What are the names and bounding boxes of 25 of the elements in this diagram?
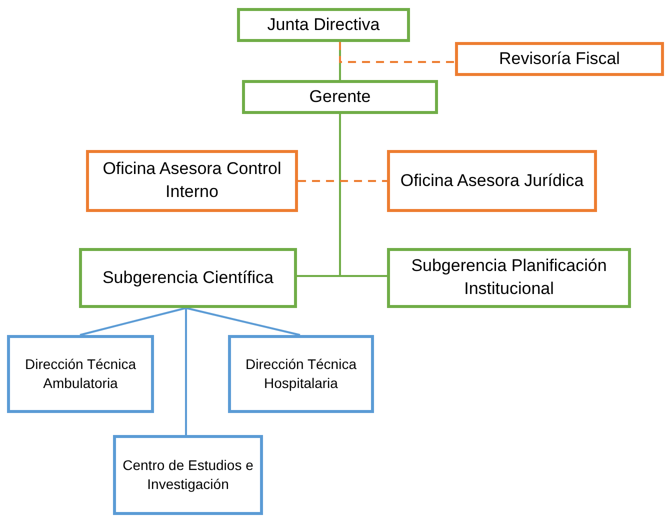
connector-line [185,308,187,435]
box-label: Dirección Técnica Hospitalaria [244,355,358,393]
connector-line [80,307,186,336]
box-label: Subgerencia Planificación Institucional [410,255,608,300]
box-label: Gerente [309,86,371,108]
org-box [228,335,374,413]
org-box [7,335,154,413]
box-label: Oficina Asesora Jurídica [400,170,584,192]
org-box [237,8,410,42]
box-label: Subgerencia Científica [102,266,274,289]
org-box [113,435,263,515]
org-box [242,80,438,114]
box-label: Dirección Técnica Ambulatoria [24,355,137,393]
org-box [86,150,298,212]
box-label: Centro de Estudios e Investigación [122,456,254,494]
box-label: Oficina Asesora Control Interno [102,158,282,203]
dashed-connector [298,180,387,182]
org-box [387,248,631,308]
org-box [455,42,664,76]
connector-line [186,307,300,336]
org-box [387,150,597,212]
box-label: Junta Directiva [267,14,380,36]
box-label: Revisoría Fiscal [499,48,620,70]
dashed-connector [339,42,455,63]
org-box [79,248,297,308]
